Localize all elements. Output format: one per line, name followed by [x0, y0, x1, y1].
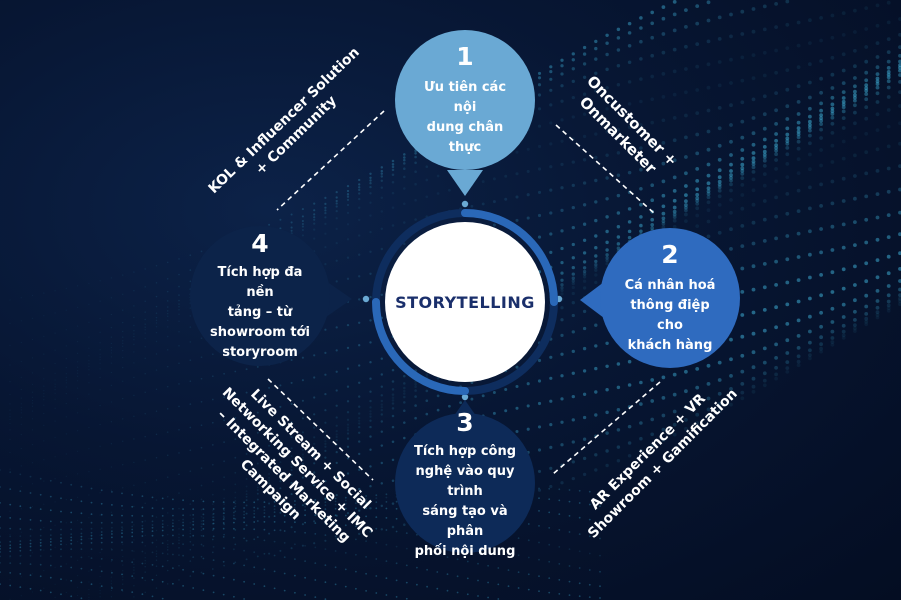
connector-lines — [267, 110, 661, 481]
bubble-4-text: Tích hợp đa nền tảng – từ showroom tới s… — [210, 265, 310, 360]
dashed-line-bottom-right — [552, 381, 661, 475]
dashed-line-top-right — [555, 124, 656, 215]
bubble-4-number: 4 — [251, 229, 269, 258]
bubble-2: 2 Cá nhân hoá thông điệp cho khách hàng — [600, 228, 740, 368]
bottom-dot — [461, 393, 469, 401]
center-label: STORYTELLING — [395, 292, 535, 312]
center-ring-accent-2 — [372, 298, 469, 395]
bubble-1: 1 Ưu tiên các nội dung chân thực — [395, 30, 535, 170]
center-ring — [372, 209, 558, 395]
storytelling-center: STORYTELLING — [385, 222, 545, 382]
left-dot — [362, 295, 370, 303]
center-ring-accent — [461, 209, 558, 306]
bubble-2-number: 2 — [661, 240, 679, 269]
bubble-1-number: 1 — [456, 42, 474, 71]
bubble-1-pointer — [447, 170, 483, 196]
bubble-2-text: Cá nhân hoá thông điệp cho khách hàng — [624, 278, 716, 353]
bubble-3-number: 3 — [456, 408, 474, 437]
bubble-3-text: Tích hợp công nghệ vào quy trình sáng tạ… — [413, 444, 517, 559]
bubble-3: 3 Tích hợp công nghệ vào quy trình sáng … — [395, 408, 535, 559]
dashed-line-top-left — [276, 110, 385, 211]
bubble-4: 4 Tích hợp đa nền tảng – từ showroom tới… — [190, 226, 330, 366]
bubble-1-text: Ưu tiên các nội dung chân thực — [423, 80, 507, 155]
top-dot — [461, 200, 469, 208]
dashed-line-bottom-left — [267, 378, 374, 481]
bubble-2-pointer — [580, 282, 604, 318]
pointer-dots — [362, 200, 563, 401]
bubble-4-pointer — [326, 281, 352, 317]
